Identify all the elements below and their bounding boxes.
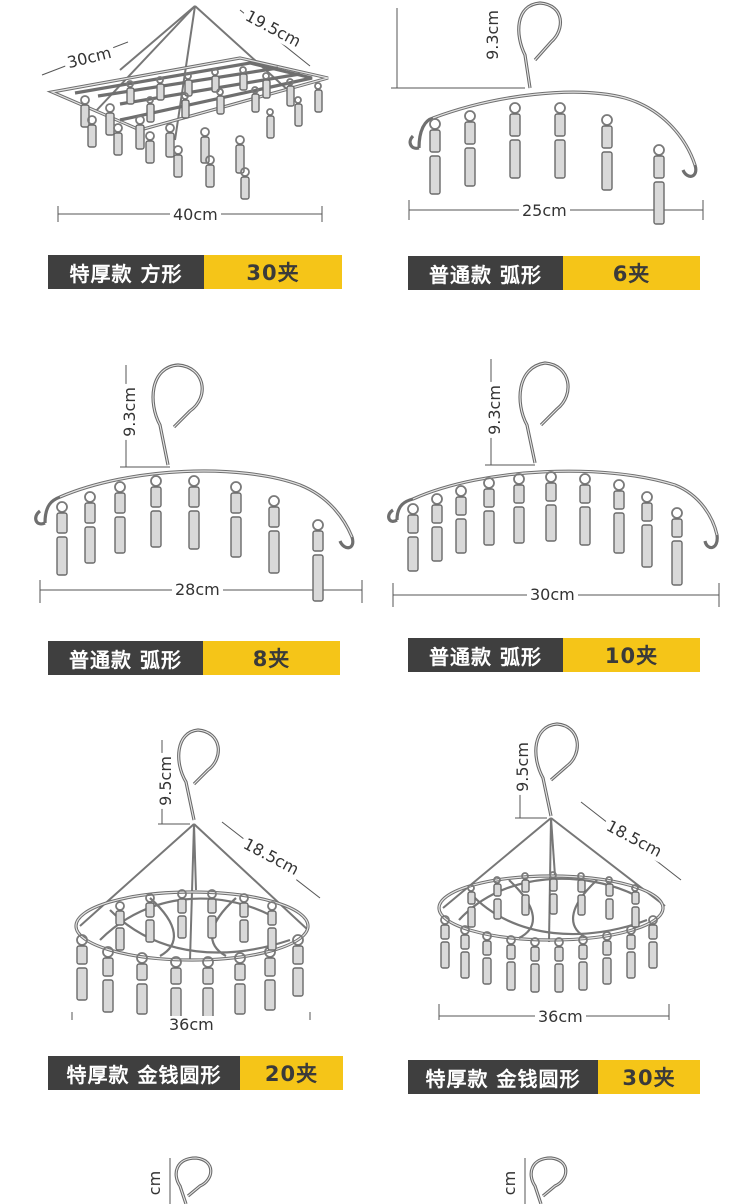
product-partial-right: cm (375, 1150, 750, 1204)
round-hanger-image (71, 728, 321, 1020)
product-round-30: 9.5cm 18.5cm 36cm 特厚款 金钱圆形 30夹 (375, 720, 750, 1105)
product-label-bar: 普通款 弧形 10夹 (408, 638, 700, 672)
product-round-20: 9.5cm 18.5cm 36cm 特厚款 金钱圆形 20夹 (0, 720, 375, 1105)
product-type-label: 特厚款 方形 (48, 255, 204, 289)
hook-height-dimension: cm (500, 1167, 520, 1199)
product-type-label: 特厚款 金钱圆形 (408, 1060, 598, 1094)
product-arc-8: 9.3cm 28cm 普通款 弧形 8夹 (0, 355, 375, 740)
arc-hanger-image (387, 359, 720, 607)
width-dimension: 40cm (170, 206, 221, 224)
product-label-bar: 特厚款 方形 30夹 (48, 255, 342, 289)
product-partial-left: cm (0, 1150, 375, 1204)
clip-count-label: 10夹 (563, 638, 700, 672)
product-arc-10: 9.3cm 30cm 普通款 弧形 10夹 (375, 355, 750, 740)
clip-count-label: 6夹 (563, 256, 700, 290)
arc-hanger-image (391, 1, 704, 225)
product-square-30: 40cm 30cm 19.5cm 特厚款 方形 30夹 (0, 0, 375, 385)
product-label-bar: 普通款 弧形 8夹 (48, 641, 340, 675)
product-label-bar: 普通款 弧形 6夹 (408, 256, 700, 290)
product-label-bar: 特厚款 金钱圆形 30夹 (408, 1060, 700, 1094)
width-dimension: 36cm (166, 1016, 217, 1034)
arc-hanger-image (34, 363, 363, 603)
product-type-label: 普通款 弧形 (408, 256, 563, 290)
round-hanger-image (437, 722, 682, 1020)
clip-count-label: 8夹 (203, 641, 340, 675)
hook-height-dimension: 9.5cm (156, 753, 175, 809)
hook-height-dimension: 9.3cm (483, 7, 502, 63)
width-dimension: 28cm (172, 581, 223, 599)
clip-count-label: 20夹 (240, 1056, 343, 1090)
product-type-label: 普通款 弧形 (408, 638, 563, 672)
partial-hanger-image (169, 1156, 213, 1204)
hook-height-dimension: 9.5cm (513, 739, 532, 795)
clip-count-label: 30夹 (204, 255, 342, 289)
width-dimension: 30cm (527, 586, 578, 604)
square-hanger-image (41, 5, 329, 222)
product-label-bar: 特厚款 金钱圆形 20夹 (48, 1056, 343, 1090)
hook-height-dimension: cm (145, 1167, 165, 1199)
width-dimension: 25cm (519, 202, 570, 220)
product-type-label: 普通款 弧形 (48, 641, 203, 675)
product-arc-6: 9.3cm 25cm 普通款 弧形 6夹 (375, 0, 750, 385)
partial-hanger-image (524, 1156, 568, 1204)
hook-height-dimension: 9.3cm (485, 382, 504, 438)
clip-count-label: 30夹 (598, 1060, 700, 1094)
product-type-label: 特厚款 金钱圆形 (48, 1056, 240, 1090)
width-dimension: 36cm (535, 1008, 586, 1026)
hook-height-dimension: 9.3cm (120, 384, 139, 440)
